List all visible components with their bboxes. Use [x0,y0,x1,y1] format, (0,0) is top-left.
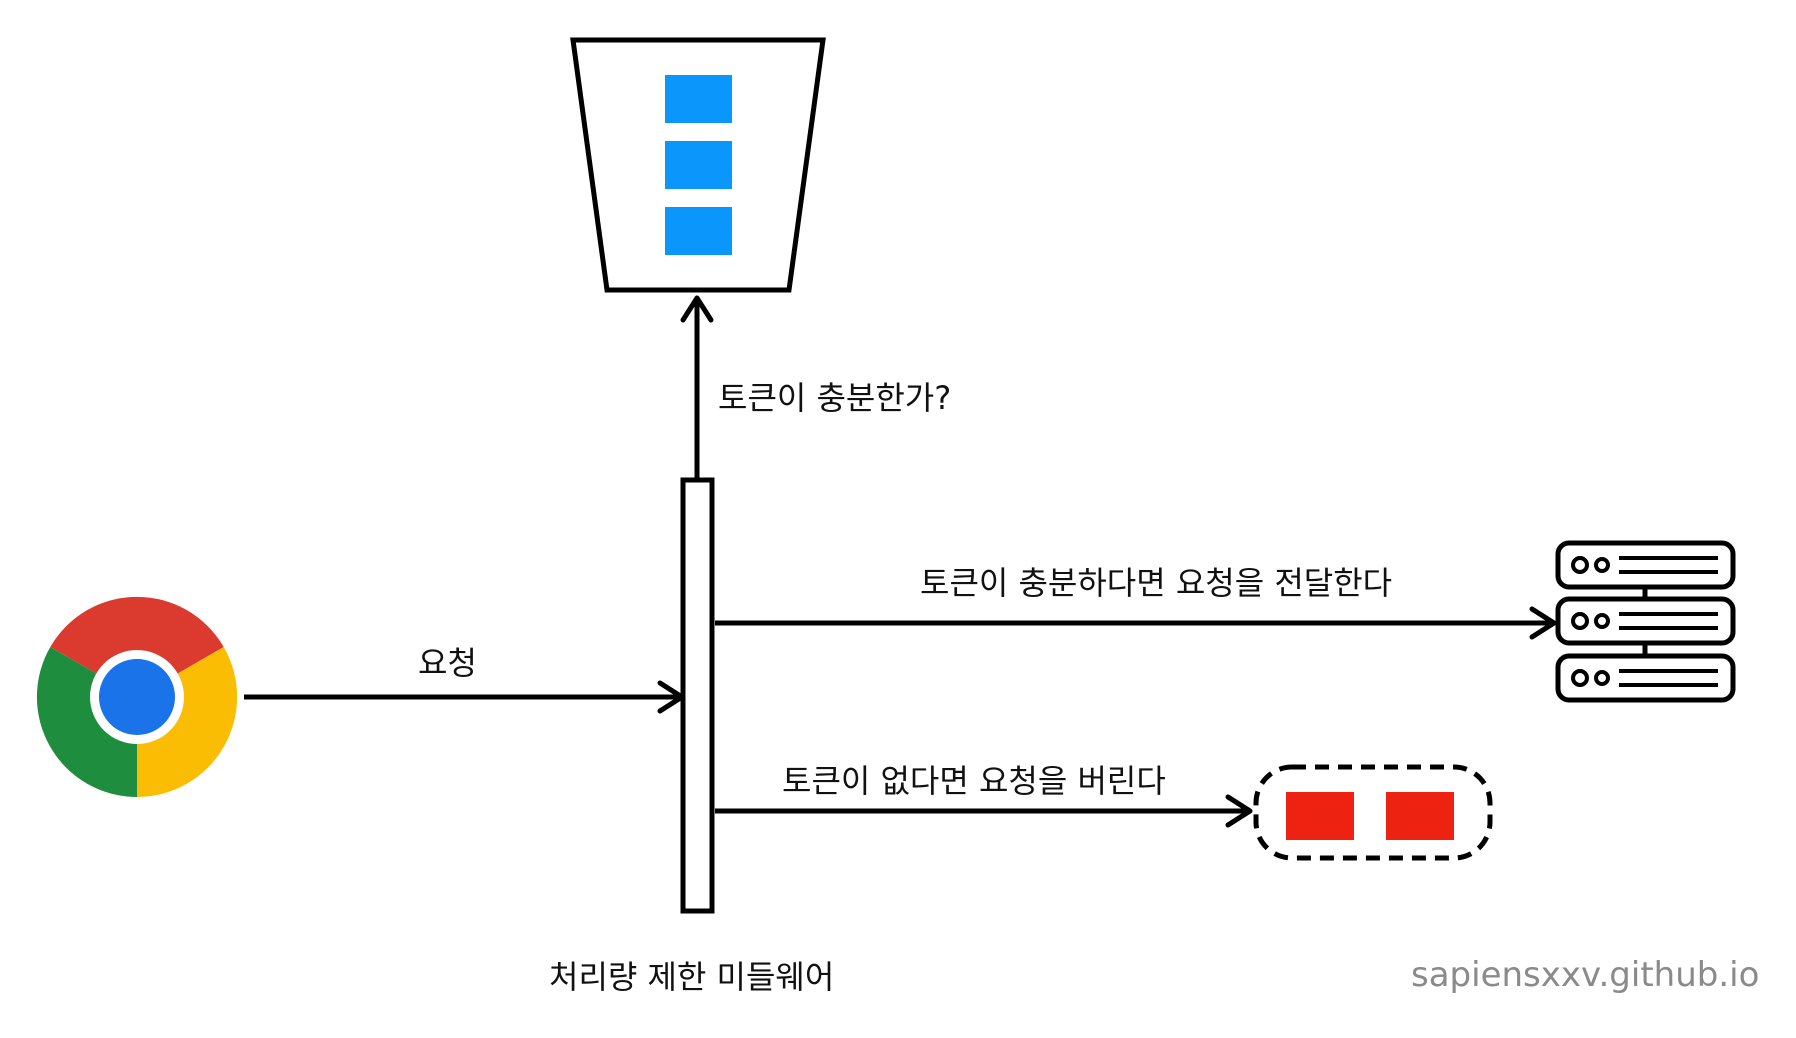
forward-label: 토큰이 충분하다면 요청을 전달한다 [920,564,1393,602]
drop-label: 토큰이 없다면 요청을 버린다 [782,762,1166,800]
token [665,141,732,189]
server-unit [1555,540,1736,590]
request-arrow [244,680,685,714]
middleware-label: 처리량 제한 미들웨어 [549,958,835,996]
bucket-outline [570,37,826,293]
dropped-request [1286,792,1354,840]
dropped-request [1386,792,1454,840]
middleware-bar [680,477,715,914]
server-unit [1555,596,1736,646]
token [665,75,732,123]
server-unit [1555,653,1736,703]
request-label: 요청 [418,644,477,682]
server-rack-icon [1555,540,1736,703]
drop-arrow [715,794,1253,828]
check-tokens-label: 토큰이 충분한가? [718,379,952,417]
dropped-requests [1253,764,1493,861]
token-bucket-icon [570,37,826,293]
check-arrow [680,295,714,478]
chrome-browser-icon [36,596,238,798]
token [665,207,732,255]
drop-zone-outline [1253,764,1493,861]
watermark: sapiensxxv.github.io [1411,955,1760,995]
forward-arrow [715,606,1557,640]
